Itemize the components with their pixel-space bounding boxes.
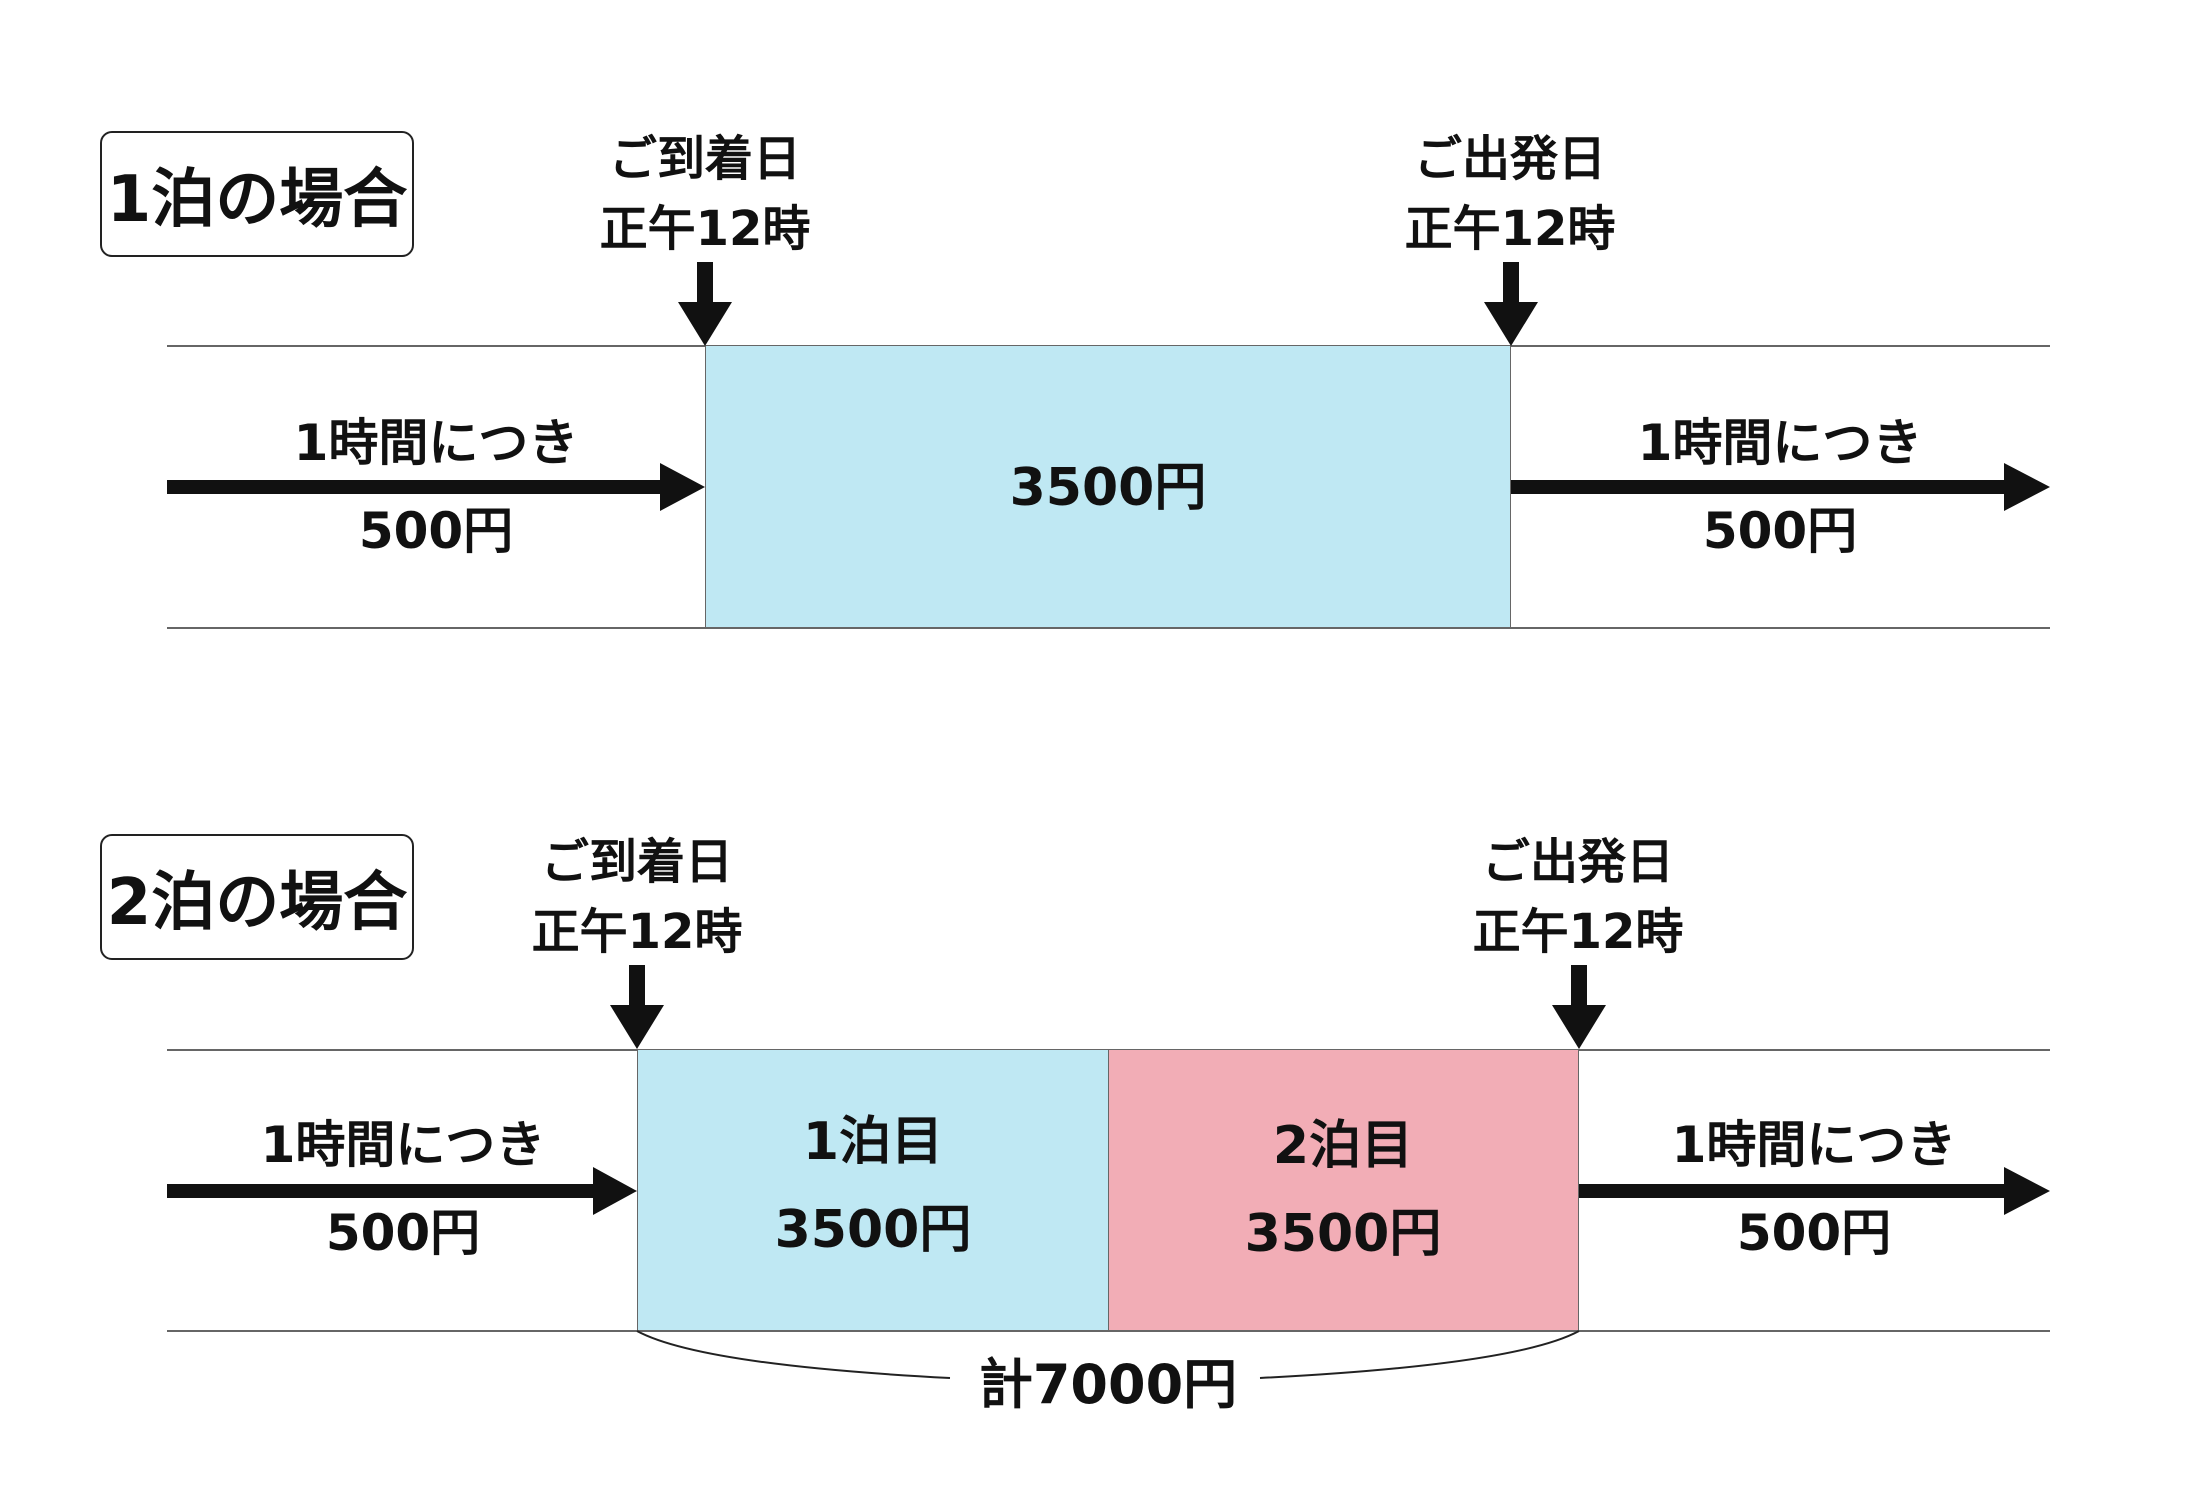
one-night-departure-down-arrow (1484, 262, 1538, 346)
one-night-arrival-down-arrow (678, 262, 732, 346)
two-nights-total-label: 計7000円 (978, 1353, 1238, 1416)
two-nights-left-right-arrow (167, 1167, 637, 1215)
two-nights-arrival-down-arrow (610, 965, 664, 1049)
two-nights-right-rate-line1: 1時間につき (1671, 1116, 1957, 1174)
one-night-arrival-label-line1: ご到着日 (608, 131, 801, 187)
one-night-stay-price: 3500円 (1009, 458, 1207, 518)
two-nights-bottom-line (167, 1330, 2050, 1332)
two-nights-night2-price: 3500円 (1244, 1204, 1442, 1264)
two-nights-total-brace-left (636, 1330, 951, 1379)
one-night-right-rate-line1: 1時間につき (1637, 414, 1923, 472)
one-night-left-right-arrow (167, 463, 705, 511)
two-nights-departure-label-line1: ご出発日 (1481, 834, 1674, 890)
two-nights-night1-label: 1泊目 (802, 1112, 944, 1172)
two-nights-title: 2泊の場合 (106, 866, 408, 940)
two-nights-right-right-arrow (1579, 1167, 2050, 1215)
one-night-right-rate-line2: 500円 (1702, 502, 1858, 560)
two-nights-total-brace-right (1259, 1330, 1580, 1379)
two-nights-arrival-label-line2: 正午12時 (531, 904, 743, 960)
two-nights-night2-label: 2泊目 (1272, 1116, 1414, 1176)
two-nights-night2-block (1108, 1049, 1579, 1331)
two-nights-departure-label-line2: 正午12時 (1472, 904, 1684, 960)
one-night-departure-label-line2: 正午12時 (1404, 201, 1616, 257)
one-night-title-box: 1泊の場合 (100, 131, 414, 257)
one-night-left-rate-line1: 1時間につき (293, 414, 579, 472)
one-night-right-right-arrow (1511, 463, 2050, 511)
one-night-left-rate-line2: 500円 (358, 502, 514, 560)
one-night-departure-label-line1: ご出発日 (1413, 131, 1606, 187)
one-night-bottom-line (167, 627, 2050, 629)
two-nights-left-rate-line2: 500円 (325, 1204, 481, 1262)
two-nights-left-rate-line1: 1時間につき (260, 1116, 546, 1174)
two-nights-night1-block (637, 1049, 1109, 1331)
two-nights-arrival-label-line1: ご到着日 (540, 834, 733, 890)
two-nights-right-rate-line2: 500円 (1736, 1204, 1892, 1262)
one-night-stay-block (705, 345, 1511, 628)
one-night-title: 1泊の場合 (106, 163, 408, 237)
two-nights-night1-price: 3500円 (774, 1200, 972, 1260)
one-night-arrival-label-line2: 正午12時 (599, 201, 811, 257)
two-nights-title-box: 2泊の場合 (100, 834, 414, 960)
two-nights-departure-down-arrow (1552, 965, 1606, 1049)
